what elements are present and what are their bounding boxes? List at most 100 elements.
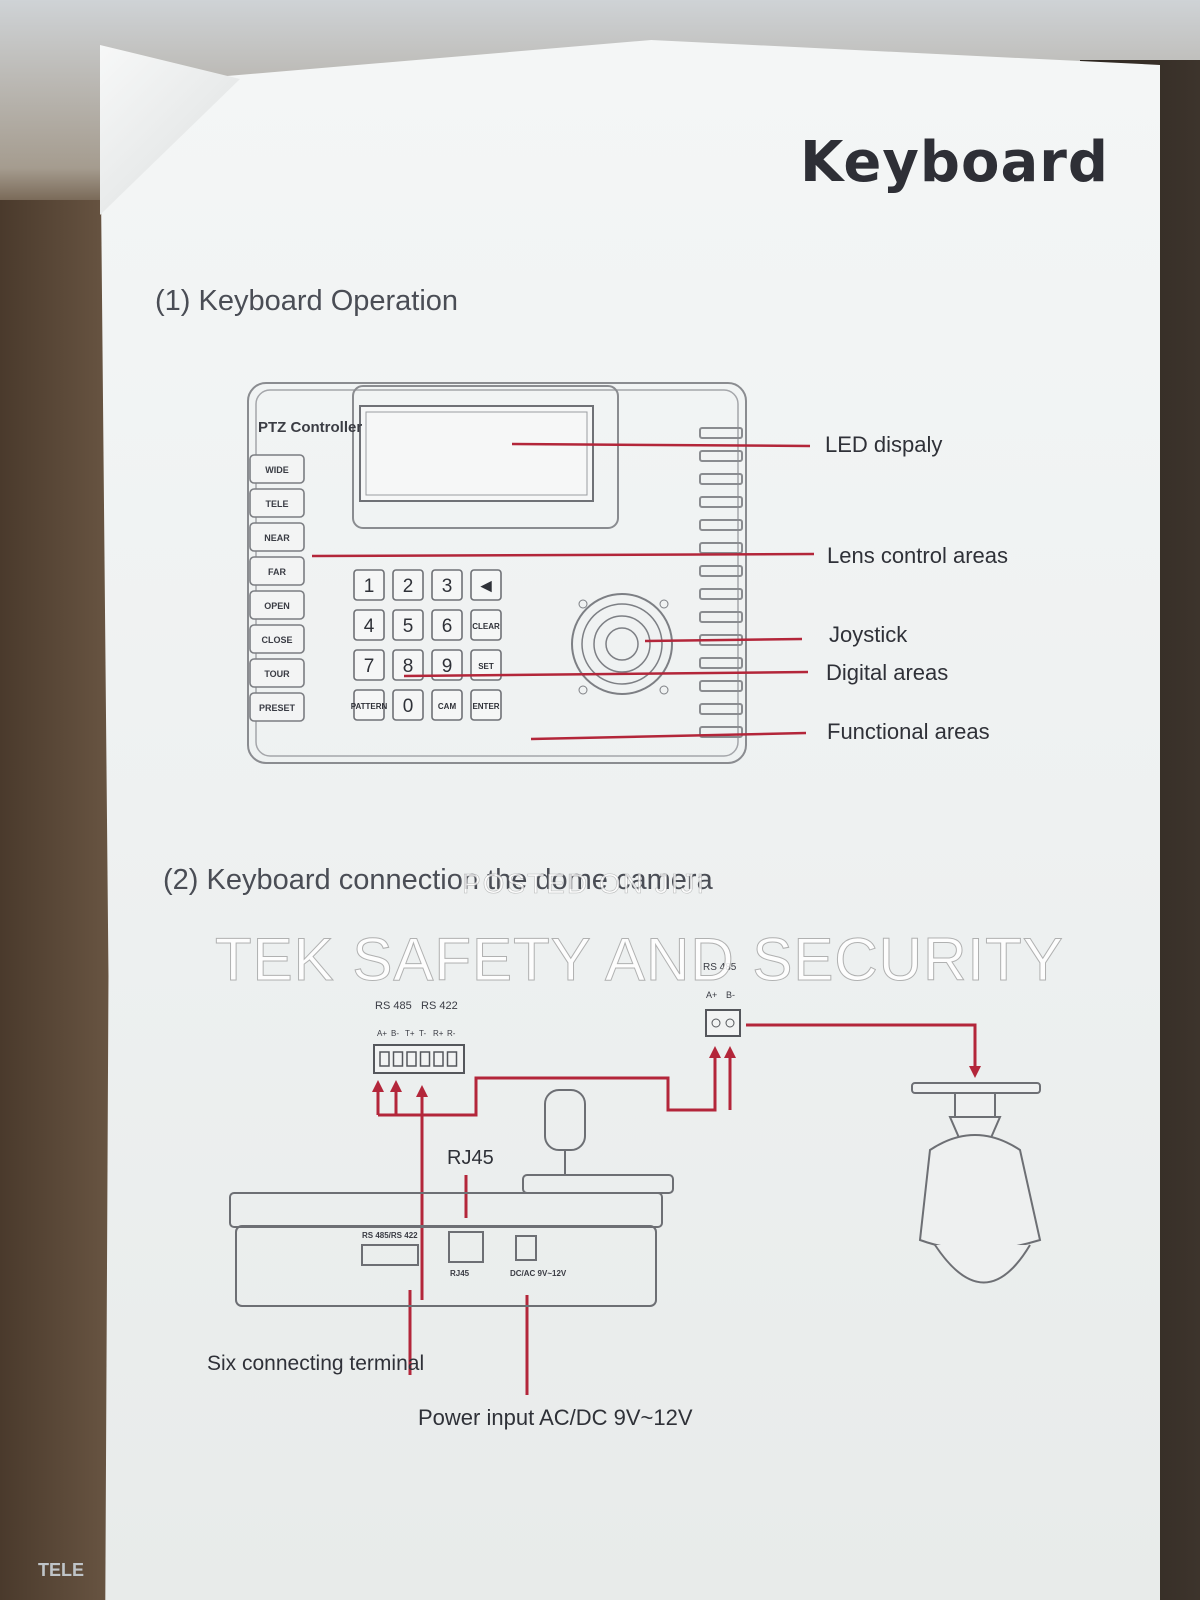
joystick (571, 593, 673, 695)
pin-label: T- (419, 1029, 426, 1038)
functional-callout-line (530, 731, 807, 741)
svg-text:5: 5 (403, 616, 414, 637)
svg-text:2: 2 (403, 576, 414, 597)
key-8: 7 (353, 649, 385, 681)
display-housing (352, 385, 619, 529)
key-3: ◄ (470, 569, 502, 601)
key-11: SET (470, 649, 502, 681)
callout-lens-control: Lens control areas (827, 543, 1008, 568)
key-6: 6 (431, 609, 463, 641)
svg-text:NEAR: NEAR (264, 533, 290, 543)
joystick-callout-line (644, 637, 803, 643)
wiring (376, 1023, 977, 1395)
lens-button-tour: TOUR (249, 658, 305, 688)
dome-pin-b: B- (726, 990, 735, 1000)
svg-text:OPEN: OPEN (264, 601, 290, 611)
lens-callout-line (311, 552, 815, 558)
callout-digital-areas: Digital areas (826, 660, 949, 685)
ridge (699, 611, 743, 623)
svg-text:WIDE: WIDE (265, 465, 289, 475)
pin-label: T+ (405, 1029, 415, 1038)
lens-button-open: OPEN (249, 590, 305, 620)
section-2-heading: (2) Keyboard connection the dome camera (163, 864, 713, 896)
svg-text:◄: ◄ (477, 576, 496, 597)
key-15: ENTER (470, 689, 502, 721)
key-13: 0 (392, 689, 424, 721)
lens-button-near: NEAR (249, 522, 305, 552)
lens-button-close: CLOSE (249, 624, 305, 654)
svg-text:SET: SET (478, 662, 494, 671)
keyboard-body (247, 382, 747, 764)
lens-button-far: FAR (249, 556, 305, 586)
svg-text:PATTERN: PATTERN (351, 702, 388, 711)
svg-text:7: 7 (364, 656, 375, 677)
lens-button-wide: WIDE (249, 454, 305, 484)
power-port (515, 1235, 537, 1261)
key-5: 5 (392, 609, 424, 641)
pin-label: B- (391, 1029, 399, 1038)
key-7: CLEAR (470, 609, 502, 641)
arrowheads (372, 1046, 981, 1097)
lens-button-preset: PRESET (249, 692, 305, 722)
key-12: PATTERN (351, 689, 388, 721)
terminal-block (373, 1044, 465, 1074)
svg-text:6: 6 (442, 616, 453, 637)
lens-button-tele: TELE (249, 488, 305, 518)
callout-lines (311, 442, 815, 741)
callout-led-display: LED dispaly (825, 432, 943, 457)
svg-text:ENTER: ENTER (472, 702, 499, 711)
key-4: 4 (353, 609, 385, 641)
svg-text:0: 0 (403, 696, 414, 717)
key-14: CAM (431, 689, 463, 721)
svg-text:9: 9 (442, 656, 453, 677)
key-1: 2 (392, 569, 424, 601)
digital-callout-line (403, 670, 809, 678)
keyboard-side-view (229, 1089, 674, 1307)
ridge (699, 726, 743, 738)
dome-connector (705, 1009, 741, 1037)
watermark: TEK SAFETY AND SECURITY (215, 926, 1064, 994)
box-tag: TELE (38, 1560, 85, 1580)
rs-port (361, 1244, 419, 1266)
ridge (699, 703, 743, 715)
ridge (699, 680, 743, 692)
rj45-callout: RJ45 (447, 1147, 494, 1169)
led-callout-line (511, 442, 811, 448)
lens-button-group: WIDE TELE NEAR FAR OPEN CLOSE TOUR PRESET (249, 454, 305, 722)
svg-text:3: 3 (442, 576, 453, 597)
six-terminal-callout: Six connecting terminal (207, 1352, 425, 1375)
panel-rs-label: RS 485/RS 422 (362, 1231, 418, 1240)
paper-sheet (100, 40, 1160, 1600)
svg-text:TELE: TELE (265, 499, 288, 509)
key-2: 3 (431, 569, 463, 601)
rs422-label: RS 422 (421, 1000, 458, 1012)
svg-text:4: 4 (364, 616, 375, 637)
ridge (699, 519, 743, 531)
panel-power-label: DC/AC 9V~12V (510, 1269, 567, 1278)
ridge (699, 542, 743, 554)
panel-rj45-label: RJ45 (450, 1269, 470, 1278)
svg-text:PRESET: PRESET (259, 703, 296, 713)
led-display (359, 405, 594, 502)
power-input-callout: Power input AC/DC 9V~12V (418, 1405, 693, 1430)
key-9: 8 (392, 649, 424, 681)
ridge (699, 565, 743, 577)
svg-text:TOUR: TOUR (264, 669, 290, 679)
svg-text:1: 1 (364, 576, 375, 597)
dome-camera (911, 1082, 1042, 1284)
svg-text:8: 8 (403, 656, 414, 677)
keypad-group: 1 2 3 ◄ 4 5 6 CLEAR 7 8 9 SET PATTERN 0 CAM ENTER (351, 569, 502, 721)
svg-text:CLEAR: CLEAR (472, 622, 500, 631)
ridge (699, 657, 743, 669)
callout-joystick: Joystick (829, 622, 908, 647)
svg-text:CAM: CAM (438, 702, 457, 711)
pin-label: R- (447, 1029, 456, 1038)
ptz-controller-label: PTZ Controller (258, 419, 362, 436)
key-0: 1 (353, 569, 385, 601)
dome-pin-a: A+ (706, 990, 717, 1000)
callout-functional-areas: Functional areas (827, 719, 990, 744)
ridge (699, 473, 743, 485)
key-10: 9 (431, 649, 463, 681)
pin-label: R+ (433, 1029, 444, 1038)
